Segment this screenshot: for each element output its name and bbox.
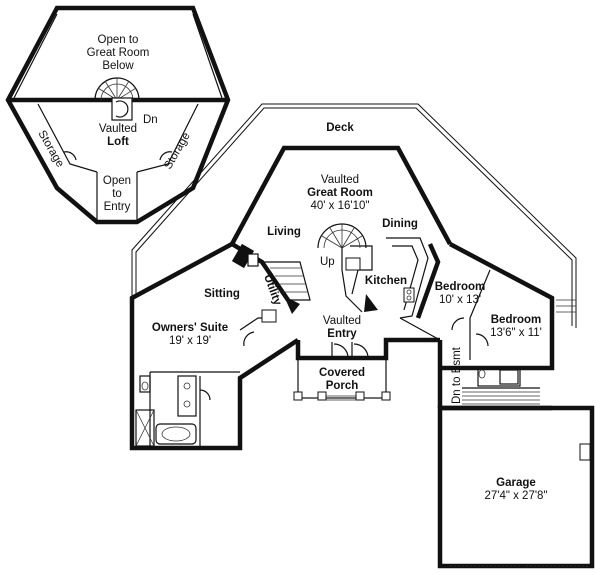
garage-dimensions: 27'4" x 27'8" bbox=[484, 490, 547, 502]
deck-outline bbox=[131, 103, 577, 328]
main-floor-plan: Deck Vaulted Great Room 40' x 16'10" Liv… bbox=[129, 103, 595, 569]
deck-label: Deck bbox=[326, 122, 354, 134]
loft-rail-left bbox=[13, 13, 58, 99]
loft-entry-label-3: Entry bbox=[104, 201, 131, 213]
owners-suite-dimensions: 19' x 19' bbox=[169, 335, 211, 347]
bedroom2-dimensions: 13'6" x 11' bbox=[490, 327, 542, 339]
bedroom1-label: Bedroom bbox=[435, 281, 485, 293]
covered-porch-label-1: Covered bbox=[319, 367, 365, 379]
loft-down-label: Dn bbox=[143, 114, 158, 126]
covered-porch-label-2: Porch bbox=[326, 380, 359, 392]
living-label: Living bbox=[267, 226, 301, 238]
great-room-wall bbox=[230, 145, 452, 246]
loft-rail-right bbox=[192, 13, 223, 99]
bedroom1-dimensions: 10' x 13' bbox=[439, 294, 481, 306]
loft-open-label-1: Open to bbox=[98, 34, 139, 46]
loft-entry-label-1: Open bbox=[103, 175, 131, 187]
great-room-dimensions: 40' x 16'10" bbox=[311, 200, 370, 212]
covered-porch-outline bbox=[297, 357, 387, 399]
spiral-stair bbox=[317, 223, 367, 249]
entry-wall bbox=[295, 337, 440, 361]
bedroom-divider bbox=[469, 269, 491, 319]
loft-door-right bbox=[159, 151, 173, 161]
kitchen-label: Kitchen bbox=[365, 275, 407, 287]
loft-open-label-2: Great Room bbox=[87, 47, 150, 59]
garage-label: Garage bbox=[496, 477, 536, 489]
loft-open-label-3: Below bbox=[102, 60, 134, 72]
great-room-label: Great Room bbox=[307, 187, 373, 199]
bedroom2-label: Bedroom bbox=[491, 314, 541, 326]
sitting-label: Sitting bbox=[204, 288, 240, 300]
entry-vaulted-label: Vaulted bbox=[323, 315, 361, 327]
loft-storage-left-wall bbox=[37, 103, 98, 173]
owners-wing-wall bbox=[129, 242, 300, 451]
down-basement-label: Dn to Bsmt bbox=[451, 346, 463, 404]
owners-suite-label: Owners' Suite bbox=[152, 322, 228, 334]
loft-vaulted-label: Vaulted bbox=[99, 123, 137, 135]
loft-storage-right-wall bbox=[136, 103, 199, 173]
storage-right-label: Storage bbox=[162, 131, 193, 172]
loft-floor-plan: Open to Great Room Below Dn Vaulted Loft… bbox=[5, 5, 231, 225]
entry-label: Entry bbox=[327, 328, 357, 340]
loft-door-left bbox=[63, 151, 77, 161]
great-room-vaulted-label: Vaulted bbox=[321, 174, 359, 186]
dining-label: Dining bbox=[382, 218, 418, 230]
deck-outline-inner bbox=[135, 107, 573, 326]
stair-up-label: Up bbox=[320, 256, 335, 268]
loft-spiral-stair bbox=[94, 77, 140, 121]
loft-entry-label-2: to bbox=[112, 188, 122, 200]
kitchen-peninsula bbox=[341, 246, 363, 313]
loft-title-label: Loft bbox=[107, 136, 129, 148]
